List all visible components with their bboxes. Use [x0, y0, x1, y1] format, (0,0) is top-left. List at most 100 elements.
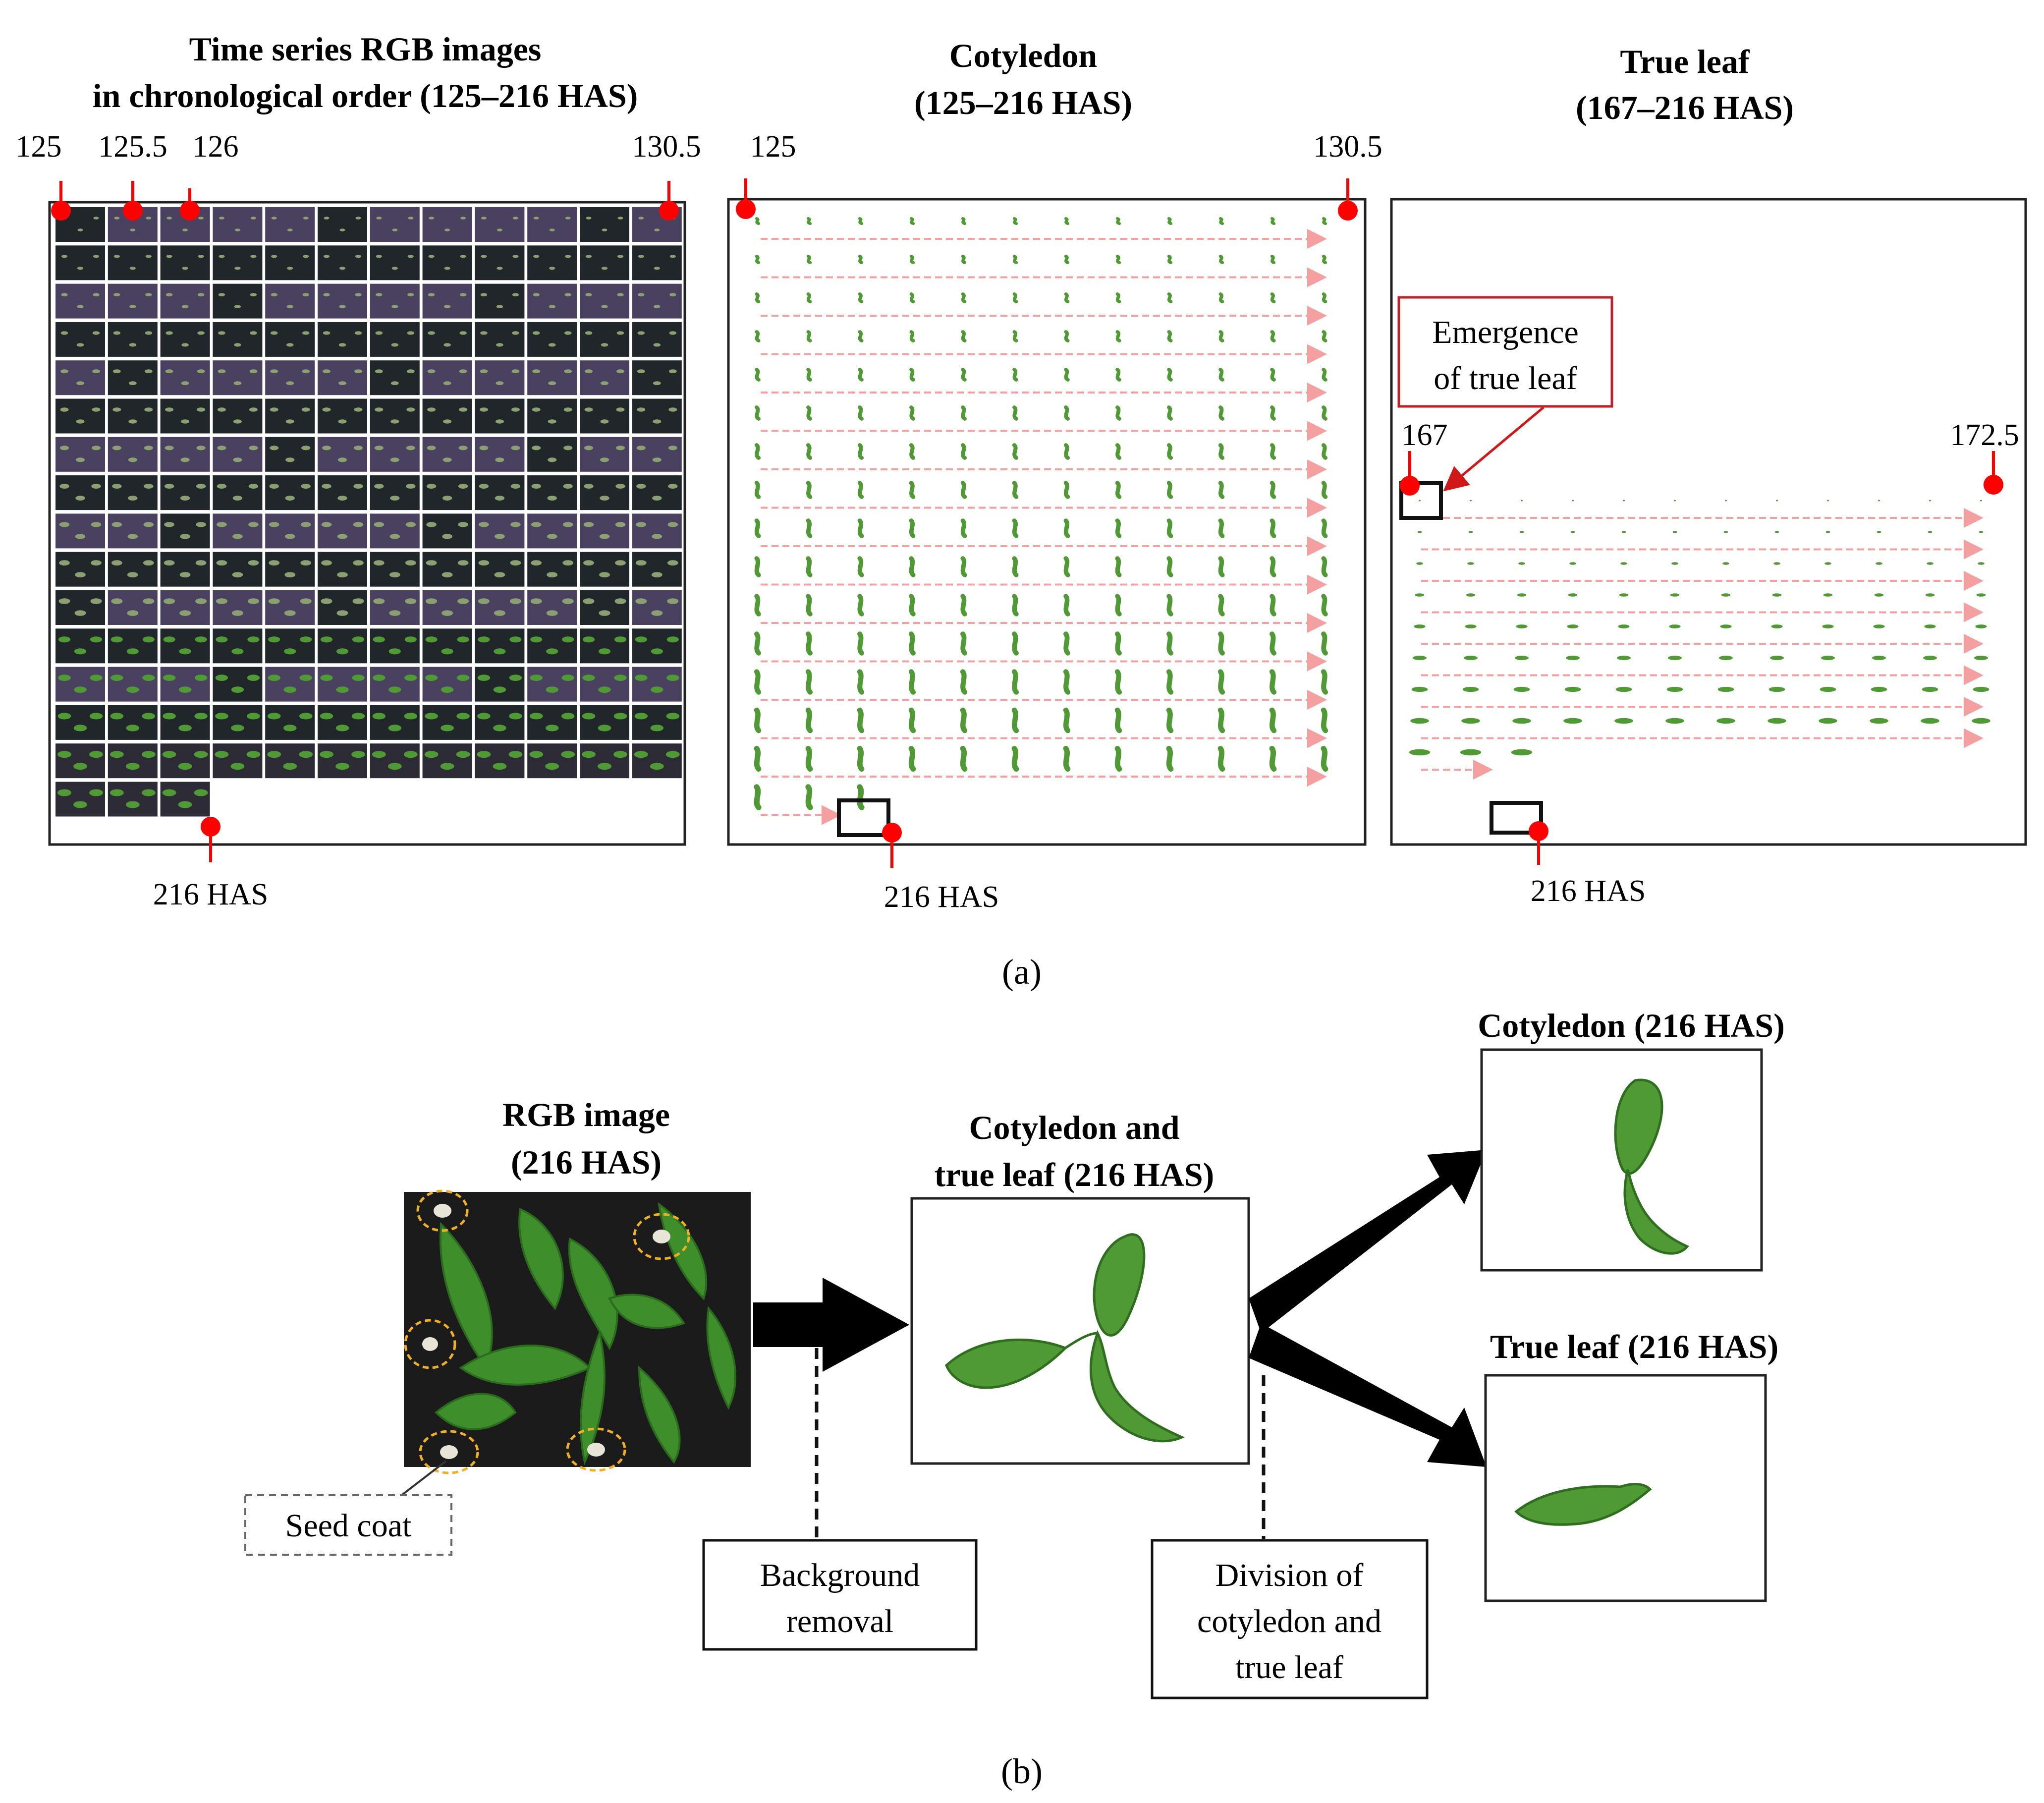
rgb-tile-seedling — [391, 267, 398, 270]
rgb-tile-seedling — [352, 636, 365, 643]
rgb-tile-seedling — [667, 522, 678, 527]
cotyledon-sprite — [1063, 518, 1070, 538]
rgb-tile-seedling — [321, 560, 332, 566]
rgb-tile — [160, 743, 210, 779]
rgb-tile-seedling — [493, 686, 506, 693]
rgb-tile — [160, 552, 210, 587]
true-leaf-sprite — [1568, 593, 1578, 597]
rgb-tile-seedling — [180, 496, 190, 501]
rgb-tile-seedling — [636, 522, 647, 527]
rgb-tile-seedling — [301, 484, 311, 489]
rgb-tile-seedling — [372, 751, 386, 758]
rgb-tile-seedling — [602, 228, 608, 231]
rgb-tile-seedling — [480, 331, 488, 335]
true-leaf-sprite — [1973, 686, 1989, 692]
cotyledon-sprite — [807, 217, 812, 225]
rgb-tile-seedling — [456, 713, 470, 720]
cotyledon-label-130-5: 130.5 — [1313, 130, 1382, 164]
rgb-tile — [422, 207, 472, 242]
cotyledon-sprite — [1115, 556, 1122, 577]
rgb-tile-seedling — [652, 496, 662, 501]
cotyledon-sprite — [806, 556, 813, 577]
rgb-tile — [318, 283, 367, 319]
cotyledon-sprite — [1217, 669, 1225, 695]
cotyledon-sprite — [1270, 292, 1276, 303]
rgb-tile-seedling — [478, 560, 490, 566]
cotyledon-sprite — [1012, 292, 1018, 303]
rgb-time-series-section: Time series RGB images in chronological … — [16, 30, 701, 911]
true-leaf-label-167: 167 — [1402, 418, 1448, 452]
emergence-callout-box — [1397, 296, 1613, 408]
rgb-tile-seedling — [442, 572, 453, 578]
true-leaf-sprite — [1415, 593, 1425, 597]
rgb-tile-seedling — [300, 598, 312, 604]
rgb-tile-seedling — [354, 407, 363, 412]
rgb-tile — [527, 360, 577, 395]
rgb-tile — [580, 475, 629, 510]
background-removal-arrow — [753, 1278, 909, 1372]
rgb-tile — [55, 360, 105, 395]
rgb-tile-seedling — [562, 636, 574, 643]
cotyledon-sprite — [1011, 707, 1019, 733]
cotyledon-sprite — [1114, 745, 1122, 772]
rgb-tile-seedling — [61, 255, 68, 258]
rgb-tile-seedling — [91, 446, 101, 451]
rgb-tile-seedling — [355, 217, 361, 220]
rgb-tile-seedling — [548, 381, 556, 386]
rgb-tile-seedling — [217, 446, 226, 451]
rgb-tile-seedling — [230, 763, 245, 770]
rgb-tile-seedling — [392, 228, 398, 231]
cotyledon-label-216-has: 216 HAS — [884, 880, 999, 914]
true-leaf-sprite — [1411, 686, 1428, 692]
rgb-tile — [108, 437, 158, 472]
rgb-tile — [213, 475, 263, 510]
rgb-tile — [632, 360, 682, 395]
rgb-tile-seedling — [459, 331, 467, 335]
rgb-tile — [580, 360, 629, 395]
rgb-tile-seedling — [617, 255, 624, 258]
rgb-tile — [632, 245, 682, 281]
rgb-tile — [580, 667, 629, 702]
rgb-tile — [108, 590, 158, 625]
rgb-tile-seedling — [111, 560, 122, 566]
rgb-tile-seedling — [352, 675, 365, 681]
rgb-tile — [370, 667, 420, 702]
rgb-tile-seedling — [92, 331, 100, 335]
cotyledon-sprite — [1321, 443, 1328, 460]
rgb-tile — [318, 207, 367, 242]
rgb-tile-seedling — [164, 484, 174, 489]
panel-a: Time series RGB images in chronological … — [16, 30, 2027, 992]
rgb-tile — [318, 245, 367, 281]
rgb-tile-seedling — [599, 572, 610, 578]
rgb-tile-seedling — [509, 598, 521, 604]
true-leaf-sprite — [1466, 593, 1476, 597]
rgb-tile-seedling — [493, 725, 506, 732]
rgb-tile — [318, 705, 367, 740]
rgb-tile — [527, 207, 577, 242]
cotyledon-sprite — [909, 518, 916, 538]
rgb-tile-seedling — [584, 446, 594, 451]
true-leaf-sprite — [1563, 718, 1582, 724]
rgb-tile-seedling — [60, 331, 68, 335]
rgb-tile — [370, 283, 420, 319]
rgb-tile-seedling — [164, 522, 174, 527]
rgb-tile-seedling — [286, 381, 294, 386]
rgb-tile-seedling — [178, 686, 192, 693]
rgb-tile — [55, 552, 105, 587]
background-removal-line2: removal — [786, 1603, 893, 1639]
rgb-tile-seedling — [60, 407, 69, 412]
cotyledon-marker-125 — [736, 199, 756, 219]
rgb-tile-seedling — [89, 751, 103, 758]
combined-title-line1: Cotyledon and — [969, 1109, 1179, 1146]
rgb-tile-seedling — [271, 255, 277, 258]
rgb-tile-seedling — [268, 675, 280, 681]
rgb-tile-seedling — [178, 801, 192, 808]
rgb-tile-seedling — [650, 763, 664, 770]
true-leaf-sprite — [1827, 500, 1829, 502]
true-leaf-sequence-arrows — [1421, 508, 1984, 780]
rgb-tile-seedling — [287, 267, 293, 270]
cotyledon-sprite — [806, 255, 812, 264]
seed-coats — [422, 1204, 670, 1459]
rgb-tile-seedling — [458, 446, 468, 451]
rgb-tile-seedling — [91, 522, 102, 527]
